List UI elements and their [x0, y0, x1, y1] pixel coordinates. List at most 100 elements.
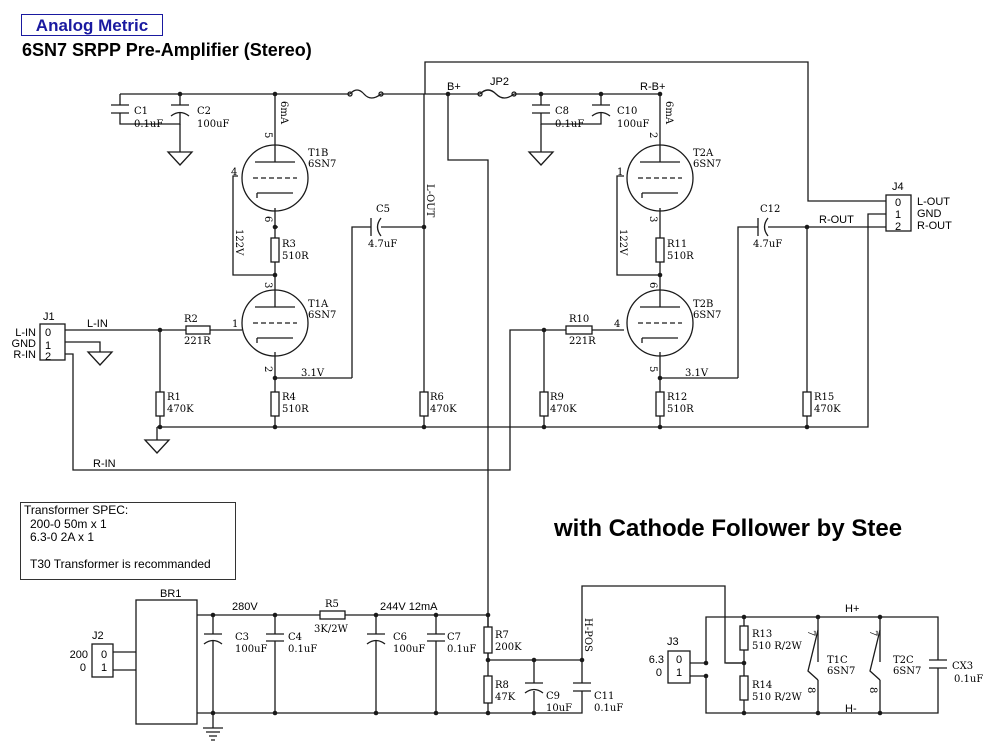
pin-t1a-a: 3: [262, 282, 273, 288]
net-r-in: R-IN: [93, 458, 116, 470]
j2-pin0: 0: [101, 649, 107, 661]
r8-ref: R8: [495, 680, 509, 691]
net-jp2: JP2: [490, 76, 509, 88]
j2-pin1: 1: [101, 662, 107, 674]
credit-text: with Cathode Follower by Stee: [554, 515, 903, 542]
t2c-ref: T2C: [893, 655, 914, 666]
r3-value: 510R: [282, 251, 309, 262]
spec-line-1: 200-0 50m x 1: [30, 516, 107, 531]
net-hpos: H-POS: [582, 618, 593, 652]
fuses: [347, 89, 517, 99]
j1-label0: L-IN: [15, 327, 36, 339]
spec-line-4: T30 Transformer is recommanded: [30, 557, 211, 571]
r10-ref: R10: [569, 314, 589, 325]
pin-t1c-a: 7: [805, 630, 816, 636]
connector-j4: [885, 194, 912, 232]
res-r13-icon: [739, 625, 749, 651]
res-r5-icon: [319, 610, 346, 620]
r2-ref: R2: [184, 314, 198, 325]
res-r1-icon: [155, 391, 165, 417]
j4-pin0: 0: [895, 197, 901, 209]
r6-ref: R6: [430, 392, 444, 403]
net-l-out: L-OUT: [424, 184, 435, 218]
volt-280: 280V: [232, 601, 258, 613]
capacitor-symbols: [111, 104, 947, 694]
volt-ma-right: 6mA: [663, 101, 674, 125]
r2-value: 221R: [184, 336, 211, 347]
j3-label1: 0: [656, 667, 662, 679]
c12-value: 4.7uF: [753, 239, 782, 250]
c9-ref: C9: [546, 691, 560, 702]
volt-31-right: 3.1V: [685, 368, 709, 379]
cap-c6-icon: [366, 633, 386, 645]
tube-t1a-icon: [241, 289, 309, 357]
pin-t1a-g: 1: [232, 319, 238, 330]
transformer-spec-box: Transformer SPEC: 200-0 50m x 1 6.3-0 2A…: [20, 502, 236, 580]
wires: [65, 61, 939, 728]
cap-c8-icon: [532, 104, 550, 114]
r6-value: 470K: [430, 404, 457, 415]
connector-j3: [667, 650, 691, 684]
j1-label1: GND: [12, 338, 37, 350]
pin-t1a-k: 2: [262, 366, 273, 372]
pin-t1b-a: 5: [262, 132, 273, 138]
net-hminus: H-: [845, 703, 857, 715]
c10-ref: C10: [617, 106, 637, 117]
c1-ref: C1: [134, 106, 148, 117]
res-r2-icon: [185, 325, 211, 335]
r12-ref: R12: [667, 392, 687, 403]
pin-t2b-k: 5: [647, 366, 658, 372]
res-r14-icon: [739, 675, 749, 701]
c7-ref: C7: [447, 632, 461, 643]
c11-value: 0.1uF: [594, 703, 623, 714]
ground-icon: [86, 351, 114, 366]
net-hplus: H+: [845, 603, 859, 615]
cap-c2-icon: [170, 104, 190, 117]
t1c-ref: T1C: [827, 655, 848, 666]
c9-value: 10uF: [546, 703, 572, 714]
br1-label: BR1: [160, 588, 181, 600]
pin-t2b-a: 6: [647, 282, 658, 288]
c7-value: 0.1uF: [447, 644, 476, 655]
cap-c5-icon: [370, 217, 382, 237]
r13-value: 510 R/2W: [752, 641, 803, 652]
res-r6-icon: [419, 391, 429, 417]
volt-ma-left: 6mA: [278, 101, 289, 125]
res-r7-icon: [483, 626, 493, 654]
pin-t1c-b: 8: [805, 687, 816, 693]
volt-122-right: 122V: [617, 229, 628, 256]
j2-label1: 0: [80, 662, 86, 674]
junction-dots: [157, 91, 883, 716]
r3-ref: R3: [282, 239, 296, 250]
r9-ref: R9: [550, 392, 564, 403]
j4-label2: R-OUT: [917, 220, 952, 232]
r14-value: 510 R/2W: [752, 692, 803, 703]
j4-label1: GND: [917, 208, 942, 220]
r12-value: 510R: [667, 404, 694, 415]
j3-ref: J3: [667, 636, 679, 648]
tube-t2a-icon: [626, 144, 694, 212]
volt-244: 244V 12mA: [380, 601, 438, 613]
c8-ref: C8: [555, 106, 569, 117]
j4-pin1: 1: [895, 209, 901, 221]
r9-value: 470K: [550, 404, 577, 415]
c3-ref: C3: [235, 632, 249, 643]
volt-31-left: 3.1V: [301, 368, 325, 379]
ground-icon: [527, 151, 555, 166]
net-l-in: L-IN: [87, 318, 108, 330]
j1-label2: R-IN: [13, 349, 36, 361]
spec-title: Transformer SPEC:: [24, 503, 129, 517]
pin-t2b-g: 4: [614, 319, 620, 330]
j3-pin1: 1: [676, 667, 682, 679]
r5-value: 3K/2W: [314, 624, 349, 635]
r11-ref: R11: [667, 239, 687, 250]
t2b-ref: T2B: [693, 299, 713, 310]
res-r11-icon: [655, 237, 665, 263]
spec-line-2: 6.3-0 2A x 1: [30, 530, 95, 544]
j1-pin1: 1: [45, 340, 51, 352]
resistor-symbols: [155, 237, 812, 704]
pin-t1b-g: 4: [231, 167, 237, 178]
r7-ref: R7: [495, 630, 509, 641]
res-r15-icon: [802, 391, 812, 417]
